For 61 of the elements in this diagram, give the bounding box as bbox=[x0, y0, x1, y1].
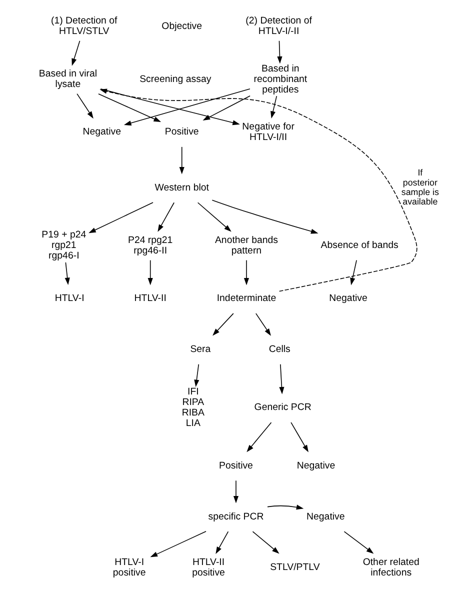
node-text: Another bands pattern bbox=[214, 234, 278, 256]
node-text: Positive bbox=[164, 126, 199, 138]
arrow bbox=[246, 422, 272, 452]
node-text: (2) Detection of HTLV-I/-II bbox=[246, 16, 312, 38]
node-text: Negative bbox=[329, 293, 368, 304]
node-text: Negative bbox=[296, 460, 336, 472]
arrow bbox=[148, 260, 153, 286]
arrow bbox=[252, 531, 280, 554]
arrow bbox=[100, 88, 418, 292]
node-text: Other related infections bbox=[362, 556, 420, 578]
label: Screening assay bbox=[140, 74, 212, 85]
arrow bbox=[100, 88, 240, 126]
node-text: Negative for HTLV-I/II bbox=[242, 121, 294, 143]
arrow bbox=[150, 531, 206, 558]
arrow bbox=[279, 364, 284, 394]
node-text: Based in recombinant peptides bbox=[254, 63, 308, 96]
arrow bbox=[64, 262, 70, 285]
node-text: Positive bbox=[219, 460, 253, 472]
node-text: HTLV-II bbox=[134, 293, 166, 304]
node-text: STLV/PTLV bbox=[270, 562, 320, 574]
arrow bbox=[197, 202, 232, 232]
node-text: specific PCR bbox=[208, 511, 264, 522]
arrow bbox=[244, 260, 250, 286]
arrow bbox=[124, 88, 250, 126]
node-text: Western blot bbox=[154, 182, 209, 194]
arrow bbox=[277, 40, 282, 64]
node-text: P24 rpg21 rpg46-II bbox=[128, 234, 173, 256]
edge-label: If posterior sample is available bbox=[401, 168, 439, 207]
node-text: (1) Detection of HTLV/STLV bbox=[50, 16, 118, 38]
arrow bbox=[158, 202, 174, 232]
node-text: Generic PCR bbox=[254, 402, 312, 414]
node-text: Cells bbox=[268, 344, 290, 356]
arrow bbox=[179, 146, 184, 174]
node-text: Based in viral lysate bbox=[38, 68, 98, 90]
arrow bbox=[233, 480, 239, 504]
arrow bbox=[350, 260, 357, 286]
arrow bbox=[76, 93, 94, 119]
arrow bbox=[212, 313, 234, 336]
node-text: Absence of bands bbox=[320, 240, 398, 252]
arrow bbox=[270, 96, 278, 119]
node-text: Indeterminate bbox=[216, 293, 276, 304]
arrow bbox=[88, 202, 154, 234]
node-text: HTLV-I bbox=[54, 293, 84, 304]
arrow bbox=[267, 504, 304, 510]
label: Objective bbox=[162, 20, 202, 32]
arrow bbox=[212, 200, 318, 234]
node-text: Negative bbox=[306, 511, 345, 522]
node-text: Sera bbox=[190, 344, 211, 356]
node-text: IFI RIPA RIBA LIA bbox=[182, 386, 204, 429]
node-text: HTLV-I positive bbox=[112, 556, 146, 578]
arrow bbox=[344, 531, 374, 554]
arrow bbox=[72, 40, 80, 66]
node-text: HTLV-II positive bbox=[192, 556, 225, 578]
arrow bbox=[290, 422, 308, 452]
node-text: P19 + p24 rgp21 rgp46-I bbox=[42, 230, 86, 262]
arrow bbox=[202, 96, 250, 121]
arrow bbox=[194, 364, 200, 387]
node-text: Negative bbox=[82, 126, 122, 138]
arrow bbox=[256, 313, 271, 336]
arrow bbox=[98, 93, 162, 122]
arrow bbox=[216, 531, 229, 554]
